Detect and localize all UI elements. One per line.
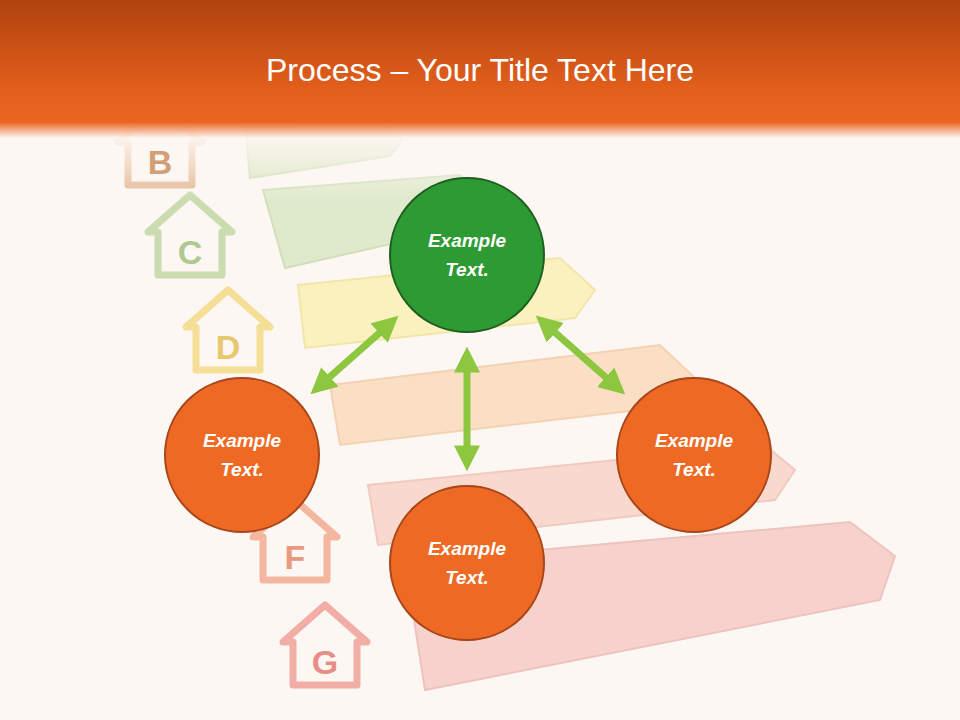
circle-text: Example Text. (417, 534, 517, 592)
rating-letter: C (165, 235, 215, 269)
process-circle: Example Text. (164, 377, 320, 533)
rating-letter: B (135, 145, 185, 179)
rating-letter: D (203, 330, 253, 364)
rating-bars (245, 122, 895, 690)
double-arrow (544, 322, 618, 387)
house-c (148, 195, 232, 275)
process-circle: Example Text. (389, 485, 545, 641)
rating-letter: F (270, 540, 320, 574)
header-band (0, 0, 960, 200)
process-circle: Example Text. (616, 377, 772, 533)
double-arrow (464, 357, 471, 461)
circle-text: Example Text. (192, 426, 292, 484)
process-circle-main: Example Text. (389, 177, 545, 333)
rating-letter: G (300, 645, 350, 679)
house-d (186, 290, 270, 370)
house-g (283, 605, 367, 685)
slide-title: Process – Your Title Text Here (0, 52, 960, 89)
circle-text: Example Text. (417, 226, 517, 284)
double-arrow (318, 323, 391, 387)
circle-text: Example Text. (644, 426, 744, 484)
